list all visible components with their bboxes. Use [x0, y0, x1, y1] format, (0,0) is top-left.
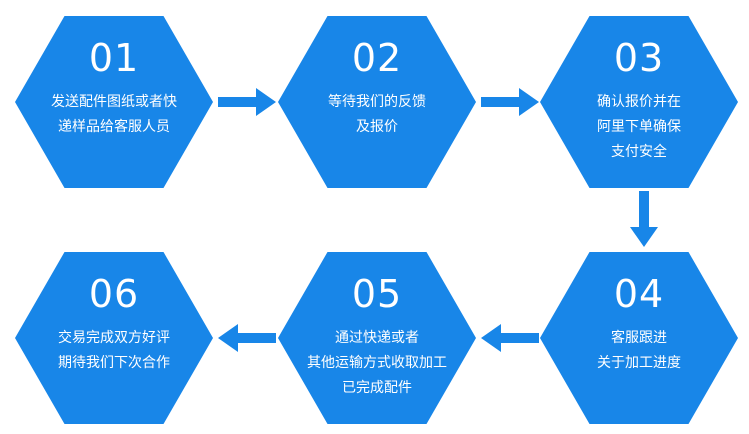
step-04-number: 04 [613, 272, 665, 316]
step-06-hexagon: 06 交易完成双方好评 期待我们下次合作 [15, 252, 213, 424]
step-02-hexagon: 02 等待我们的反馈 及报价 [278, 16, 476, 188]
step-02-description: 等待我们的反馈 及报价 [292, 90, 462, 140]
step-03-number: 03 [613, 36, 665, 80]
step-05-line-3: 已完成配件 [342, 380, 412, 396]
arrow-right-1-to-2-shape [218, 88, 276, 116]
arrow-right-1-to-2 [218, 88, 276, 116]
arrow-left-4-to-5-shape [481, 324, 539, 352]
step-06-number: 06 [88, 272, 140, 316]
step-01-line-1: 发送配件图纸或者快 [51, 94, 177, 110]
step-05-line-2: 其他运输方式收取加工 [307, 355, 447, 371]
step-06-line-1: 交易完成双方好评 [58, 330, 170, 346]
arrow-left-4-to-5 [481, 324, 539, 352]
arrow-left-5-to-6-shape [218, 324, 276, 352]
step-06-line-2: 期待我们下次合作 [58, 355, 170, 371]
step-06-description: 交易完成双方好评 期待我们下次合作 [29, 326, 199, 376]
step-01-description: 发送配件图纸或者快 递样品给客服人员 [29, 90, 199, 140]
step-02-number: 02 [351, 36, 403, 80]
step-03-line-3: 支付安全 [611, 144, 667, 160]
step-01-number: 01 [88, 36, 140, 80]
step-03-description: 确认报价并在 阿里下单确保 支付安全 [554, 90, 724, 165]
step-02-line-2: 及报价 [356, 119, 398, 135]
step-04-hexagon: 04 客服跟进 关于加工进度 [540, 252, 738, 424]
step-05-hexagon: 05 通过快递或者 其他运输方式收取加工 已完成配件 [278, 252, 476, 424]
step-03-line-1: 确认报价并在 [597, 94, 681, 110]
arrow-right-2-to-3-shape [481, 88, 539, 116]
step-01-hexagon: 01 发送配件图纸或者快 递样品给客服人员 [15, 16, 213, 188]
step-02-line-1: 等待我们的反馈 [328, 94, 426, 110]
step-05-description: 通过快递或者 其他运输方式收取加工 已完成配件 [292, 326, 462, 401]
step-01-line-2: 递样品给客服人员 [58, 119, 170, 135]
step-05-number: 05 [351, 272, 403, 316]
step-03-line-2: 阿里下单确保 [597, 119, 681, 135]
step-04-line-1: 客服跟进 [611, 330, 667, 346]
arrow-left-5-to-6 [218, 324, 276, 352]
arrow-down-3-to-4 [630, 191, 658, 247]
step-04-line-2: 关于加工进度 [597, 355, 681, 371]
step-05-line-1: 通过快递或者 [335, 330, 419, 346]
arrow-down-3-to-4-shape [630, 191, 658, 247]
arrow-right-2-to-3 [481, 88, 539, 116]
step-04-description: 客服跟进 关于加工进度 [554, 326, 724, 376]
step-03-hexagon: 03 确认报价并在 阿里下单确保 支付安全 [540, 16, 738, 188]
